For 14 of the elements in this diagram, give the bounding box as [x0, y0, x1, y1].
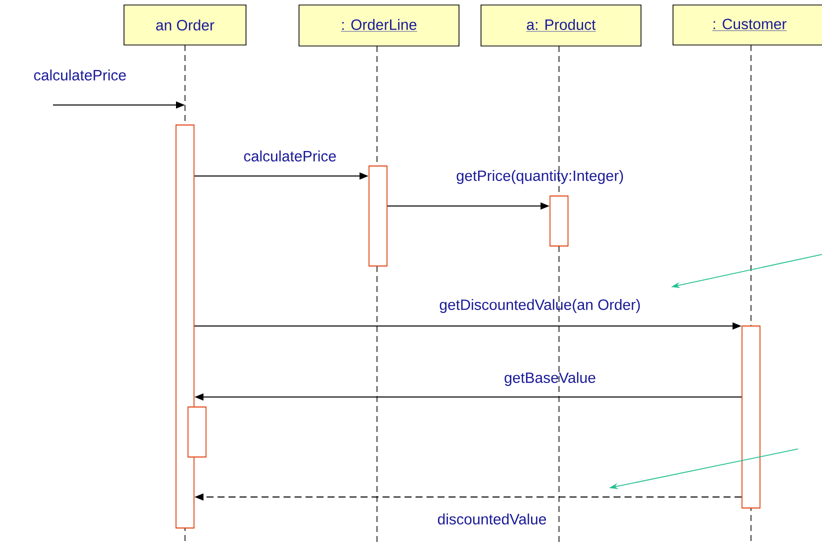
message-label: calculatePrice: [34, 70, 126, 80]
message-label: calculatePrice: [244, 150, 336, 162]
activation-bar: [188, 406, 206, 458]
message-label: getBaseValue: [504, 372, 596, 386]
object-box: a: Product: [480, 4, 642, 46]
message-label: getPrice(quantity:Integer): [456, 170, 623, 184]
message-label: discountedValue: [438, 514, 546, 524]
activation-bar: [368, 166, 388, 266]
activation-bar: [550, 196, 568, 246]
object-box: : Customer: [672, 4, 822, 46]
activation-bar: [742, 326, 760, 508]
object-box: an Order: [124, 4, 246, 46]
object-box: : OrderLine: [298, 4, 460, 46]
message-label: getDiscountedValue(an Order): [440, 299, 640, 313]
